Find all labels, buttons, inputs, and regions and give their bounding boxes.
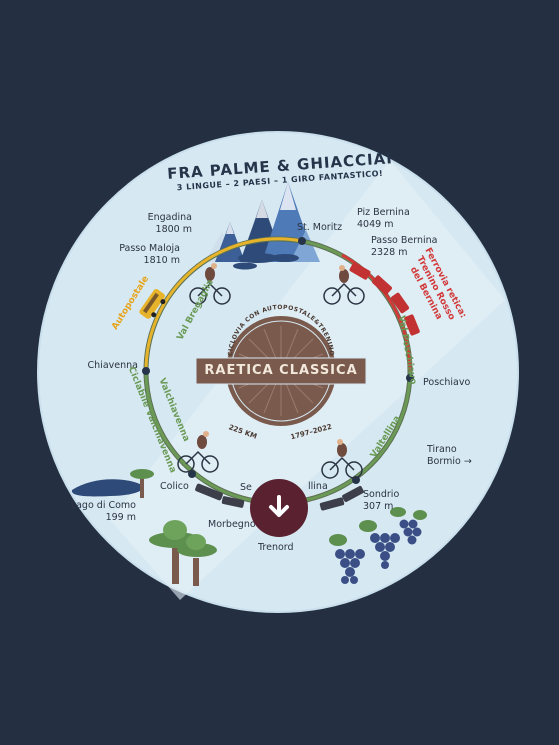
label-sentiero-partial: Se (240, 482, 252, 493)
station-chiavenna (142, 367, 150, 375)
label-valtellina-partial: llina (308, 481, 328, 492)
arrow-right-icon: → (463, 456, 472, 467)
label-poschiavo: Poschiavo (423, 377, 471, 388)
train-lower-left (195, 483, 245, 508)
arrow-down-icon (269, 495, 289, 517)
lake-top-1 (238, 253, 278, 263)
label-trenord: Trenord (258, 542, 294, 553)
download-button[interactable] (250, 479, 308, 537)
lake-top-3 (233, 262, 257, 270)
cyclist-bottom-left (177, 431, 219, 473)
cyclist-top-right (323, 265, 365, 305)
palms (130, 469, 217, 586)
train-red (349, 262, 420, 336)
cyclist-bottom-right (321, 439, 363, 479)
station-colico (188, 470, 196, 478)
badge-name: RAETICA CLASSICA (204, 363, 358, 378)
label-bormio: Bormio → (427, 456, 472, 467)
label-chiavenna: Chiavenna (87, 360, 138, 371)
badge-banner (195, 357, 367, 385)
lake-como (71, 479, 143, 497)
grape-leaves (329, 507, 427, 546)
lake-top-2 (271, 254, 299, 262)
label-morbegno: Morbegno (208, 519, 256, 530)
station-poschiavo (406, 374, 414, 382)
route-autopostale (144, 237, 303, 372)
cyclist-top-left (189, 263, 231, 305)
label-tirano: Tirano (427, 444, 457, 455)
train-lower-right (319, 486, 364, 511)
label-colico: Colico (160, 481, 189, 492)
label-st-moritz: St. Moritz (297, 222, 343, 233)
grapes (335, 519, 422, 584)
station-st-moritz (298, 237, 306, 245)
bus-yellow (139, 289, 166, 319)
